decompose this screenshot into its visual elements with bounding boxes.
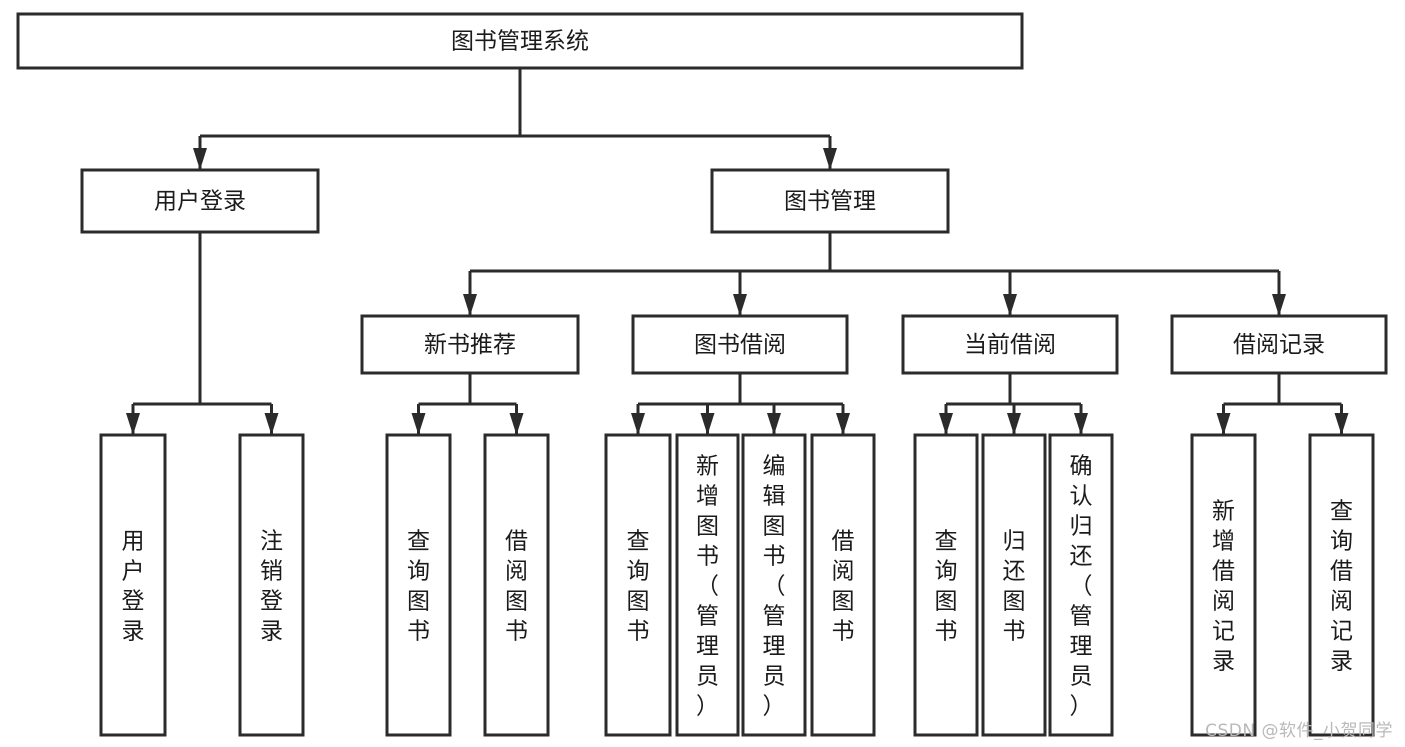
node-root-library-system-rect [16,12,1024,70]
leaf-return-book[interactable]: 归还图书 [981,433,1047,737]
leaf-query-borrow-record-rect [1308,433,1375,737]
arrow-head-icon [1074,413,1088,435]
leaf-borrow-book-recommend-label: 借阅图书 [505,528,528,644]
node-new-book-recommend-label: 新书推荐 [424,332,516,358]
leaf-confirm-return-admin-label: 确认归还（管理员） [1070,453,1093,719]
nodes-layer: 图书管理系统用户登录用户登录注销登录图书管理新书推荐查询图书借阅图书图书借阅查询… [16,12,1388,737]
arrow-head-icon [836,413,850,435]
node-borrow-records-label: 借阅记录 [1233,332,1325,358]
node-user-login[interactable]: 用户登录 [80,168,320,234]
leaf-query-book-current[interactable]: 查询图书 [913,433,979,737]
leaf-user-login[interactable]: 用户登录 [99,433,167,737]
arrow-head-icon [1003,294,1017,316]
leaf-edit-book-admin[interactable]: 编辑图书（管理员） [741,433,807,737]
node-root-library-system-label: 图书管理系统 [451,29,589,55]
leaf-borrow-book[interactable]: 借阅图书 [810,433,876,737]
leaf-confirm-return-admin-rect [1048,433,1114,737]
leaf-add-book-admin-label: 新增图书（管理员） [696,453,719,719]
leaf-query-borrow-record[interactable]: 查询借阅记录 [1308,433,1375,737]
leaf-query-book-recommend[interactable]: 查询图书 [385,433,452,737]
leaf-edit-book-admin-label: 编辑图书（管理员） [763,453,786,719]
arrow-head-icon [1272,294,1286,316]
arrow-head-icon [264,413,279,435]
node-book-management[interactable]: 图书管理 [710,168,950,234]
arrow-head-icon [1216,413,1231,435]
arrow-head-icon [509,413,524,435]
arrow-head-icon [463,294,477,316]
leaf-return-book-label: 归还图书 [1003,528,1026,644]
arrow-head-icon [631,413,645,435]
leaf-borrow-book-rect [810,433,876,737]
node-current-borrow-rect [901,314,1119,375]
leaf-return-book-rect [981,433,1047,737]
leaf-query-book-recommend-label: 查询图书 [407,528,430,644]
leaf-borrow-book-recommend[interactable]: 借阅图书 [483,433,550,737]
arrow-head-icon [939,413,953,435]
arrow-head-icon [733,294,747,316]
arrow-head-icon [1007,413,1021,435]
node-book-borrow[interactable]: 图书借阅 [631,314,849,375]
leaf-edit-book-admin-rect [741,433,807,737]
leaf-borrow-book-recommend-rect [483,433,550,737]
node-current-borrow[interactable]: 当前借阅 [901,314,1119,375]
arrow-head-icon [193,148,207,170]
leaf-user-logout-label: 注销登录 [260,528,283,644]
arrow-head-icon [767,413,781,435]
leaf-add-borrow-record[interactable]: 新增借阅记录 [1190,433,1257,737]
node-root-library-system[interactable]: 图书管理系统 [16,12,1024,70]
arrow-head-icon [700,413,715,435]
leaf-query-book-borrow-rect [604,433,672,737]
node-book-management-rect [710,168,950,234]
arrow-head-icon [411,413,426,435]
leaf-user-logout-rect [238,433,305,737]
leaf-confirm-return-admin[interactable]: 确认归还（管理员） [1048,433,1114,737]
leaf-query-book-borrow-label: 查询图书 [627,528,650,644]
leaf-add-book-admin-rect [675,433,740,737]
leaf-query-book-borrow[interactable]: 查询图书 [604,433,672,737]
leaf-query-book-current-label: 查询图书 [935,528,958,644]
leaf-query-borrow-record-label: 查询借阅记录 [1330,498,1353,674]
node-new-book-recommend-rect [360,314,580,375]
node-new-book-recommend[interactable]: 新书推荐 [360,314,580,375]
node-book-borrow-label: 图书借阅 [694,332,786,358]
leaf-add-book-admin[interactable]: 新增图书（管理员） [675,433,740,737]
node-book-borrow-rect [631,314,849,375]
node-borrow-records[interactable]: 借阅记录 [1170,314,1388,375]
node-user-login-label: 用户登录 [154,189,246,215]
arrow-head-icon [126,413,140,435]
connectors-layer [126,68,1349,435]
leaf-add-borrow-record-label: 新增借阅记录 [1212,498,1235,674]
leaf-user-login-label: 用户登录 [122,528,145,644]
node-user-login-rect [80,168,320,234]
leaf-query-book-recommend-rect [385,433,452,737]
leaf-user-logout[interactable]: 注销登录 [238,433,305,737]
leaf-query-book-current-rect [913,433,979,737]
arrow-head-icon [1334,413,1349,435]
node-borrow-records-rect [1170,314,1388,375]
leaf-borrow-book-label: 借阅图书 [832,528,855,644]
leaf-user-login-rect [99,433,167,737]
node-current-borrow-label: 当前借阅 [964,332,1056,358]
leaf-add-borrow-record-rect [1190,433,1257,737]
arrow-head-icon [823,148,837,170]
node-book-management-label: 图书管理 [784,189,876,215]
